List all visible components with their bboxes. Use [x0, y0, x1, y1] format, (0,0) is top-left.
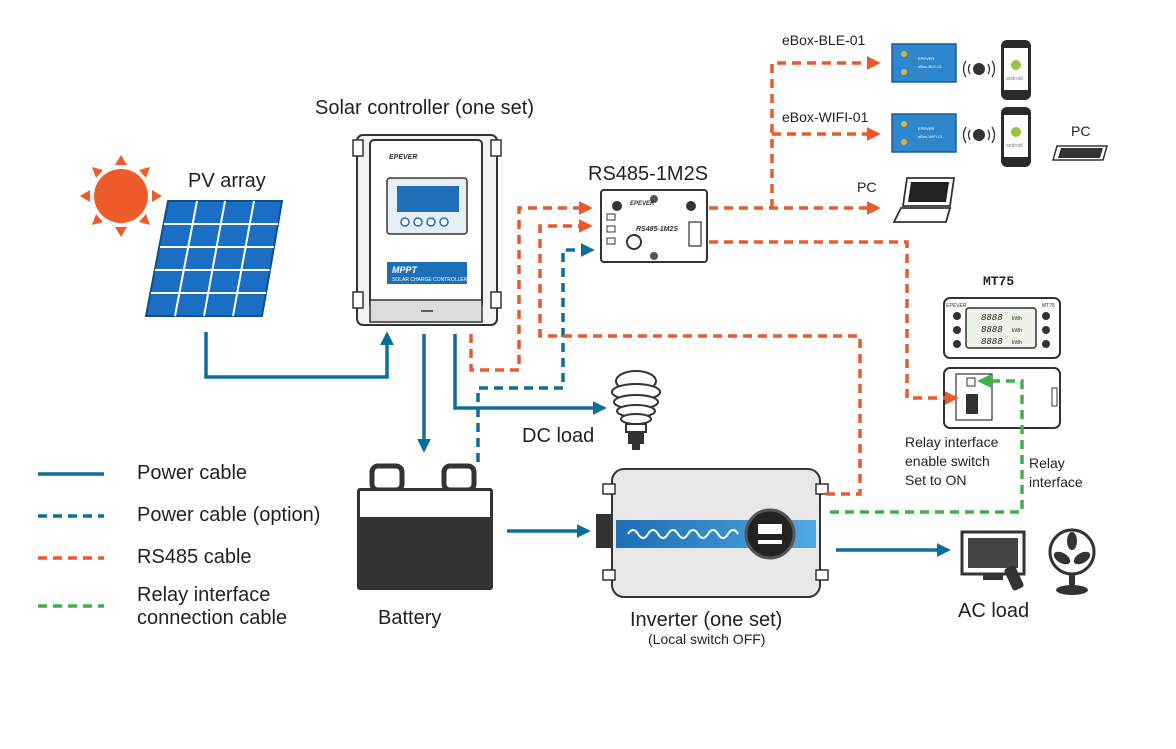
ebox-ble-device: EPEVER eBox-BLE-01 — [891, 43, 957, 83]
module-name-text: RS485-1M2S — [636, 226, 678, 233]
sun-icon — [80, 155, 162, 237]
pc-mid-label: PC — [857, 179, 876, 195]
mt75-unit1: kWh — [1012, 316, 1022, 322]
relay-interface-label-2: interface — [1029, 474, 1083, 490]
controller-mppt-text: MPPT — [392, 265, 419, 275]
wifi-icon — [962, 126, 996, 144]
legend-relay-label-1: Relay interface — [137, 584, 270, 606]
module-to-mt75-rs485-cable — [709, 240, 959, 405]
bluetooth-icon — [962, 60, 996, 78]
battery-label: Battery — [378, 607, 441, 629]
mt75-row2: 8888 — [981, 325, 1003, 335]
pv-array-label: PV array — [188, 170, 266, 192]
laptop-icon — [1052, 145, 1108, 161]
phone-icon: android — [1001, 107, 1031, 167]
bulb-icon — [611, 370, 661, 450]
battery-icon — [357, 463, 493, 590]
inverter-note-label: (Local switch OFF) — [648, 631, 765, 647]
controller-to-module-rs485-cable — [469, 201, 593, 372]
controller-brand-text: EPEVER — [389, 154, 417, 161]
battery-to-module-power-option-cable — [476, 243, 595, 462]
dc-load-label: DC load — [522, 425, 594, 447]
ac-load-label: AC load — [958, 600, 1029, 622]
mt75-model-text: MT75 — [1042, 303, 1055, 309]
mt75-unit2: kWh — [1012, 328, 1022, 334]
inverter-label: Inverter (one set) — [630, 609, 782, 631]
pv-to-controller-cable — [204, 331, 394, 379]
solar-controller-label: Solar controller (one set) — [315, 97, 534, 119]
phone-icon: android — [1001, 40, 1031, 100]
legend-power-option-label: Power cable (option) — [137, 504, 320, 526]
inverter-icon — [596, 468, 829, 598]
pc-top-label: PC — [1071, 123, 1090, 139]
ble-name-text: eBox-BLE-01 — [918, 64, 943, 69]
wifi-name-text: eBox-WIFI-01 — [918, 134, 943, 139]
mt75-brand-text: EPEVER — [946, 303, 967, 309]
ebox-ble-label: eBox-BLE-01 — [782, 32, 865, 48]
ebox-wifi-device: EPEVER eBox-WIFI-01 — [891, 113, 957, 153]
phone-os-text-1: android — [1006, 76, 1023, 82]
legend: Power cable Power cable (option) RS485 c… — [38, 462, 320, 629]
relay-interface-label-1: Relay — [1029, 455, 1065, 471]
wifi-brand-text: EPEVER — [918, 126, 934, 131]
legend-power-label: Power cable — [137, 462, 247, 484]
inverter-to-mt75-relay-cable — [830, 374, 1024, 514]
phone-os-text-2: android — [1006, 143, 1023, 149]
relay-switch-label-1: Relay interface — [905, 434, 999, 450]
module-brand-text: EPEVER — [630, 201, 655, 207]
mt75-label: MT75 — [983, 274, 1014, 289]
rs485-module-device: EPEVER RS485-1M2S — [600, 189, 708, 263]
mt75-row1: 8888 — [981, 313, 1003, 323]
relay-switch-label-2: enable switch — [905, 453, 990, 469]
legend-rs485-label: RS485 cable — [137, 546, 252, 568]
relay-switch-label-3: Set to ON — [905, 472, 966, 488]
mt75-row3: 8888 — [981, 337, 1003, 347]
mt75-unit3: kWh — [1012, 340, 1022, 346]
solar-panel-icon — [144, 200, 284, 317]
mt75-display-device: EPEVER MT75 8888 8888 8888 kWh kWh kWh — [943, 297, 1061, 359]
module-to-ebox-ble-rs485-cable — [770, 56, 881, 208]
fan-icon — [1048, 528, 1096, 595]
mt75-rear-device — [943, 367, 1061, 429]
ebox-wifi-label: eBox-WIFI-01 — [782, 109, 869, 125]
ble-brand-text: EPEVER — [918, 56, 934, 61]
inverter-to-module-rs485-cable — [538, 219, 862, 496]
rs485-module-label: RS485-1M2S — [588, 163, 708, 185]
laptop-icon — [892, 177, 956, 223]
controller-to-dc-load-cable — [453, 334, 607, 415]
solar-controller-device: MPPT SOLAR CHARGE CONTROLLER EPEVER — [352, 134, 502, 326]
controller-sub-text: SOLAR CHARGE CONTROLLER — [392, 277, 468, 283]
monitor-icon — [960, 530, 1026, 591]
legend-relay-label-2: connection cable — [137, 607, 287, 629]
